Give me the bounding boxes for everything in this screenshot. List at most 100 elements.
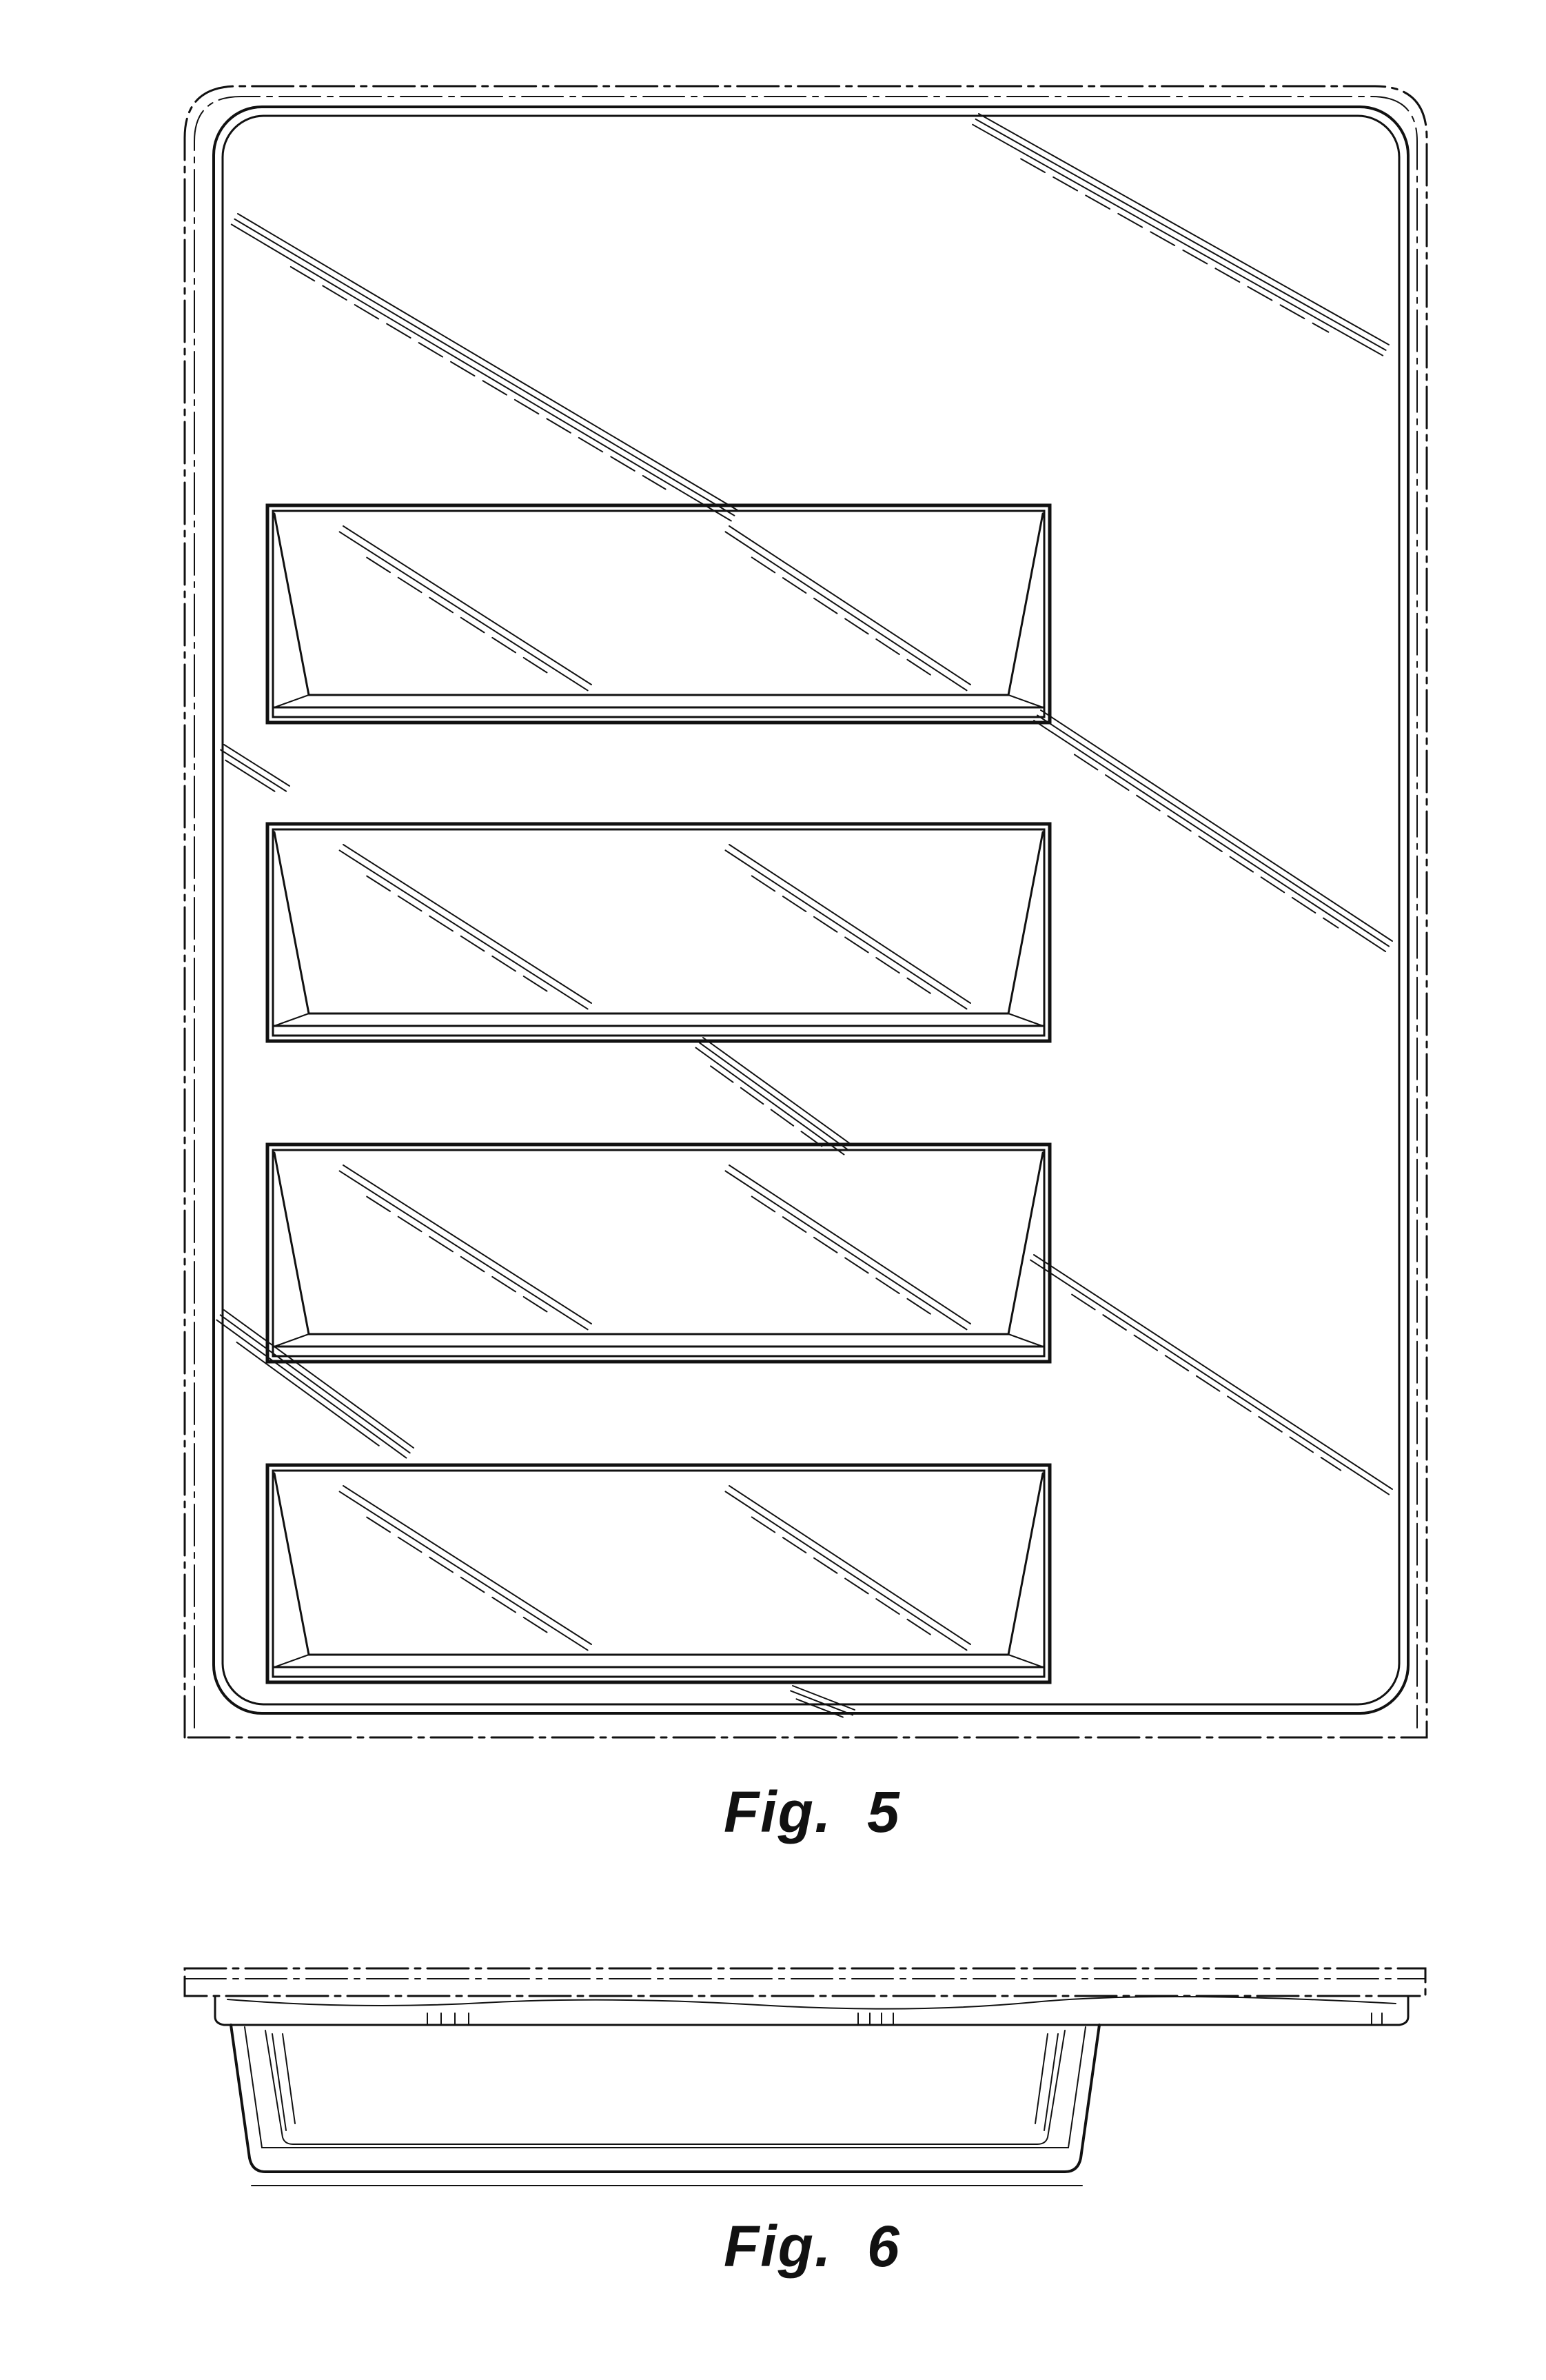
reflection-line bbox=[234, 219, 734, 516]
reflection-line bbox=[367, 558, 553, 677]
surface-reflection-left-edge bbox=[221, 745, 289, 791]
reflection-line bbox=[1034, 720, 1385, 951]
compartment-1 bbox=[267, 505, 1050, 723]
fig6-caption: Fig. 6 bbox=[724, 2213, 901, 2280]
reflection-line bbox=[1021, 159, 1328, 332]
reflection-line bbox=[343, 1486, 591, 1644]
compartment-right-wall bbox=[1008, 514, 1043, 695]
compartment-rim bbox=[267, 824, 1050, 1041]
compartment-left-wall bbox=[274, 1153, 309, 1334]
reflection-line bbox=[726, 1491, 967, 1650]
fig5-caption: Fig. 5 bbox=[724, 1779, 901, 1846]
reflection-line bbox=[343, 1165, 591, 1324]
compartment-left-wall bbox=[274, 514, 309, 695]
compartment-floor-right-corner bbox=[1008, 1334, 1043, 1347]
reflection-line bbox=[700, 1042, 848, 1149]
reflection-line bbox=[225, 760, 274, 791]
tray-rim-outer bbox=[214, 107, 1408, 1713]
compartment-inner-rim bbox=[273, 1471, 1044, 1677]
surface-reflection-top-right bbox=[973, 114, 1389, 356]
reflection-line bbox=[729, 526, 970, 685]
compartment-floor-right-corner bbox=[1008, 695, 1043, 707]
reflection-line bbox=[367, 1517, 553, 1637]
reflection-line bbox=[973, 125, 1383, 356]
side-rim-lip bbox=[215, 1996, 1408, 2025]
side-glare-right-1 bbox=[1035, 2034, 1048, 2124]
reflection-line bbox=[343, 845, 591, 1003]
reflection-line bbox=[236, 1342, 378, 1446]
reflection-line bbox=[729, 1486, 970, 1644]
compartment-glare-left bbox=[340, 845, 591, 1009]
reflection-line bbox=[1030, 1260, 1389, 1495]
reflection-line bbox=[703, 1038, 851, 1144]
reflection-line bbox=[752, 1196, 933, 1315]
compartment-floor-left-corner bbox=[274, 1013, 309, 1026]
compartment-rim bbox=[267, 505, 1050, 723]
surface-reflection-upper-left bbox=[232, 214, 738, 521]
compartment-glare-left bbox=[340, 526, 591, 690]
compartment-floor-left-corner bbox=[274, 1334, 309, 1347]
compartment-right-wall bbox=[1008, 1473, 1043, 1655]
compartment-left-wall bbox=[274, 1473, 309, 1655]
surface-reflection-center bbox=[695, 1038, 851, 1155]
compartment-inner-rim bbox=[273, 1150, 1044, 1356]
reflection-line bbox=[729, 1165, 970, 1324]
reflection-line bbox=[367, 876, 553, 996]
side-tray-body-outline bbox=[231, 2025, 1099, 2172]
compartment-right-wall bbox=[1008, 832, 1043, 1013]
reflection-line bbox=[343, 526, 591, 685]
reflection-line bbox=[232, 224, 731, 521]
reflection-line bbox=[976, 119, 1386, 350]
compartment-glare-left bbox=[340, 1486, 591, 1650]
compartment-4 bbox=[267, 1465, 1050, 1682]
reflection-line bbox=[752, 557, 933, 676]
reflection-line bbox=[340, 850, 588, 1009]
compartment-2 bbox=[267, 824, 1050, 1041]
compartment-inner-rim bbox=[273, 511, 1044, 717]
reflection-line bbox=[752, 1517, 933, 1636]
side-flange-plate bbox=[185, 1968, 1425, 1996]
reflection-line bbox=[340, 1171, 588, 1329]
reflection-line bbox=[224, 1310, 414, 1448]
reflection-line bbox=[726, 1171, 967, 1329]
compartment-floor-left-corner bbox=[274, 1655, 309, 1667]
reflection-line bbox=[221, 1315, 410, 1453]
side-tray-inner-wall bbox=[245, 2027, 1086, 2148]
reflection-line bbox=[367, 1197, 553, 1316]
reflection-line bbox=[216, 1320, 406, 1458]
reflection-line bbox=[793, 1686, 855, 1710]
side-rim-wave-line bbox=[227, 1997, 1396, 2009]
compartment-left-wall bbox=[274, 832, 309, 1013]
compartment-right-wall bbox=[1008, 1153, 1043, 1334]
compartment-glare-right bbox=[726, 526, 970, 690]
reflection-line bbox=[752, 876, 933, 995]
compartment-floor-left-corner bbox=[274, 695, 309, 707]
reflection-line bbox=[221, 750, 286, 791]
compartment-floor-right-corner bbox=[1008, 1013, 1043, 1026]
reflection-line bbox=[726, 850, 967, 1009]
compartment-rim bbox=[267, 1144, 1050, 1362]
fig6-side-view bbox=[185, 1968, 1425, 2186]
reflection-line bbox=[979, 114, 1389, 345]
surface-reflection-lower-right bbox=[1030, 1255, 1392, 1495]
reflection-line bbox=[695, 1048, 844, 1155]
reflection-line bbox=[1037, 716, 1389, 947]
compartment-glare-right bbox=[726, 845, 970, 1009]
compartment-glare-left bbox=[340, 1165, 591, 1329]
compartment-glare-right bbox=[726, 1165, 970, 1329]
surface-reflection-lower-left bbox=[216, 1310, 414, 1458]
reflection-line bbox=[291, 267, 666, 490]
reflection-line bbox=[238, 214, 738, 510]
reflection-line bbox=[1041, 710, 1392, 941]
compartment-glare-right bbox=[726, 1486, 970, 1650]
reflection-line bbox=[1075, 754, 1339, 927]
reflection-line bbox=[340, 532, 588, 690]
side-tray-floor-line bbox=[265, 2030, 1065, 2144]
reflection-line bbox=[711, 1066, 822, 1146]
compartment-3 bbox=[267, 1144, 1050, 1362]
compartment-floor-right-corner bbox=[1008, 1655, 1043, 1667]
reflection-line bbox=[1072, 1295, 1341, 1471]
reflection-line bbox=[729, 845, 970, 1003]
reflection-line bbox=[1034, 1255, 1392, 1489]
